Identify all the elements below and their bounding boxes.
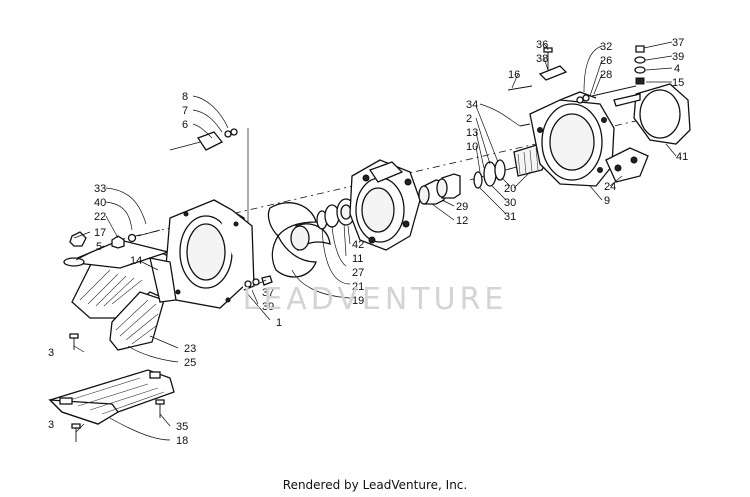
callout-39-left: 39 bbox=[262, 301, 274, 313]
callout-23: 23 bbox=[184, 343, 196, 355]
callout-7: 7 bbox=[182, 105, 188, 117]
callout-36: 36 bbox=[536, 39, 548, 51]
callout-20: 20 bbox=[504, 183, 516, 195]
top-fasteners bbox=[507, 45, 646, 127]
callout-9: 9 bbox=[604, 195, 610, 207]
callout-24: 24 bbox=[604, 181, 616, 193]
callout-38: 38 bbox=[536, 53, 548, 65]
callout-31: 31 bbox=[504, 211, 516, 223]
bearings bbox=[418, 173, 461, 205]
callout-37-left: 37 bbox=[262, 287, 274, 299]
impeller-spacers bbox=[316, 198, 356, 230]
callout-8: 8 bbox=[182, 91, 188, 103]
footer-credit: Rendered by LeadVenture, Inc. bbox=[282, 478, 468, 492]
callout-39-right: 39 bbox=[672, 51, 684, 63]
callout-18: 18 bbox=[176, 435, 188, 447]
callout-3-lower: 3 bbox=[48, 419, 54, 431]
callout-4: 4 bbox=[674, 63, 680, 75]
impeller bbox=[267, 202, 331, 278]
steering-bracket bbox=[605, 147, 649, 183]
callout-27: 27 bbox=[352, 267, 364, 279]
callout-15: 15 bbox=[672, 77, 684, 89]
callout-34: 34 bbox=[466, 99, 478, 111]
ride-plate bbox=[48, 369, 175, 425]
callout-33: 33 bbox=[94, 183, 106, 195]
cable-fitting bbox=[169, 128, 238, 151]
callout-11: 11 bbox=[352, 253, 363, 265]
callout-10: 10 bbox=[466, 141, 478, 153]
callout-28: 28 bbox=[600, 69, 612, 81]
callout-labels: 8 7 6 33 40 22 17 5 14 3 3 35 18 23 25 3… bbox=[48, 37, 688, 447]
callout-37-right: 37 bbox=[672, 37, 684, 49]
callout-40: 40 bbox=[94, 197, 106, 209]
drive-shaft bbox=[469, 159, 521, 189]
callout-29: 29 bbox=[456, 201, 468, 213]
left-fasteners bbox=[63, 229, 273, 442]
callout-22: 22 bbox=[94, 211, 106, 223]
callout-30: 30 bbox=[504, 197, 516, 209]
callout-19: 19 bbox=[352, 295, 364, 307]
callout-13: 13 bbox=[466, 127, 478, 139]
callout-14: 14 bbox=[130, 255, 142, 267]
callout-6: 6 bbox=[182, 119, 188, 131]
callout-41: 41 bbox=[676, 151, 688, 163]
leader-lines bbox=[73, 41, 677, 441]
callout-16: 16 bbox=[508, 69, 520, 81]
callout-2: 2 bbox=[466, 113, 472, 125]
intake-housing bbox=[149, 199, 255, 309]
stator-housing bbox=[529, 91, 615, 187]
wear-ring-housing bbox=[349, 159, 421, 251]
callout-35: 35 bbox=[176, 421, 188, 433]
callout-25: 25 bbox=[184, 357, 196, 369]
callout-32: 32 bbox=[600, 41, 612, 53]
callout-42: 42 bbox=[352, 239, 364, 251]
callout-21: 21 bbox=[352, 281, 364, 293]
intake-grate bbox=[65, 239, 181, 351]
callout-5: 5 bbox=[96, 241, 102, 253]
callout-3-upper: 3 bbox=[48, 347, 54, 359]
callout-17: 17 bbox=[94, 227, 106, 239]
callout-26: 26 bbox=[600, 55, 612, 67]
callout-12: 12 bbox=[456, 215, 468, 227]
steering-nozzle bbox=[613, 83, 691, 145]
callout-1: 1 bbox=[276, 317, 282, 329]
